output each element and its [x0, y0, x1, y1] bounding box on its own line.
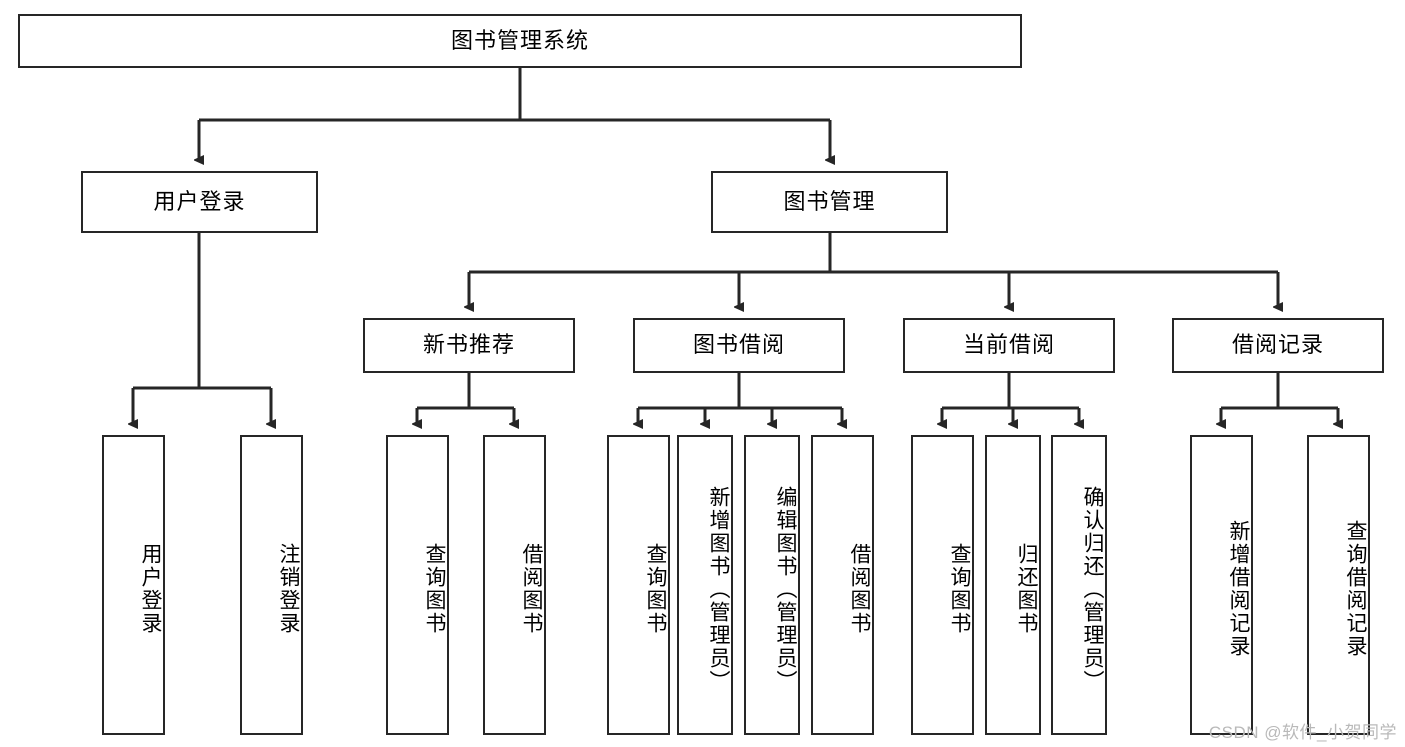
node-leaf-query-book-1[interactable]: 查询图书: [386, 435, 449, 735]
node-label: 查询图书: [644, 543, 667, 635]
node-label: 图书管理: [783, 188, 876, 214]
node-leaf-borrow-book-2[interactable]: 借阅图书: [811, 435, 874, 735]
node-label: 借阅图书: [520, 543, 543, 635]
node-label: 借阅记录: [1231, 332, 1324, 358]
node-label: 查询图书: [423, 543, 446, 635]
csdn-watermark: CSDN @软件_小贺同学: [1208, 723, 1397, 742]
node-label: 图书借阅: [692, 332, 785, 358]
node-leaf-edit-book[interactable]: 编辑图书（管理员）: [744, 435, 800, 735]
node-label: 新增借阅记录: [1227, 520, 1250, 658]
node-label: 归还图书: [1015, 543, 1038, 635]
node-leaf-confirm-return[interactable]: 确认归还（管理员）: [1051, 435, 1107, 735]
node-label: 借阅图书: [848, 543, 871, 635]
node-label: 新书推荐: [422, 332, 515, 358]
node-leaf-logout[interactable]: 注销登录: [240, 435, 303, 735]
node-leaf-query-record[interactable]: 查询借阅记录: [1307, 435, 1370, 735]
node-leaf-user-login[interactable]: 用户登录: [102, 435, 165, 735]
node-book-manage[interactable]: 图书管理: [711, 171, 948, 233]
node-label: 新增图书（管理员）: [707, 485, 730, 693]
node-new-book-rec[interactable]: 新书推荐: [363, 318, 575, 373]
node-label: 查询图书: [948, 543, 971, 635]
node-leaf-borrow-book-1[interactable]: 借阅图书: [483, 435, 546, 735]
node-label: 注销登录: [277, 543, 300, 635]
node-label: 图书管理系统: [450, 27, 589, 53]
node-current-borrow[interactable]: 当前借阅: [903, 318, 1115, 373]
node-leaf-query-book-3[interactable]: 查询图书: [911, 435, 974, 735]
node-label: 编辑图书（管理员）: [774, 485, 797, 693]
node-label: 用户登录: [139, 543, 162, 635]
node-leaf-return-book[interactable]: 归还图书: [985, 435, 1041, 735]
node-user-login[interactable]: 用户登录: [81, 171, 318, 233]
node-leaf-add-record[interactable]: 新增借阅记录: [1190, 435, 1253, 735]
node-root-system[interactable]: 图书管理系统: [18, 14, 1022, 68]
node-leaf-query-book-2[interactable]: 查询图书: [607, 435, 670, 735]
node-leaf-add-book[interactable]: 新增图书（管理员）: [677, 435, 733, 735]
node-label: 当前借阅: [962, 332, 1055, 358]
node-label: 用户登录: [153, 188, 246, 214]
node-book-borrow[interactable]: 图书借阅: [633, 318, 845, 373]
node-label: 查询借阅记录: [1344, 520, 1367, 658]
node-label: 确认归还（管理员）: [1081, 485, 1104, 693]
node-borrow-record[interactable]: 借阅记录: [1172, 318, 1384, 373]
